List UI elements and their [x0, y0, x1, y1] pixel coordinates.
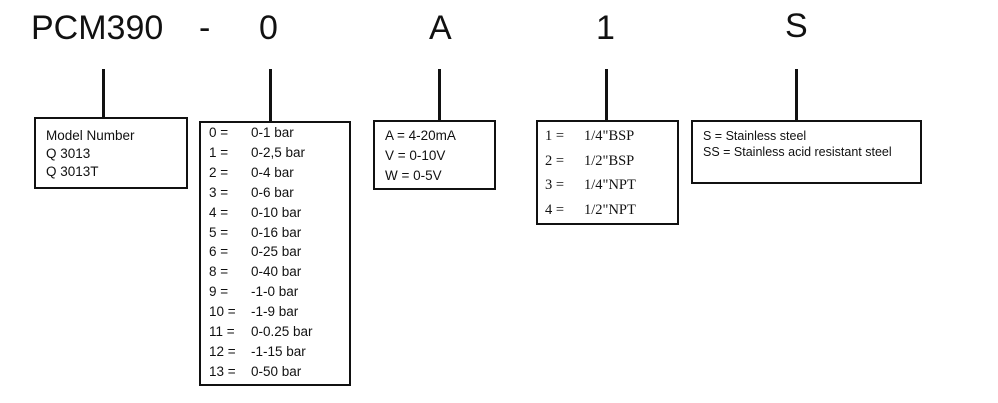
material-option: S = Stainless steel	[703, 129, 807, 143]
range-value: -1-9 bar	[251, 304, 299, 320]
range-value: 0-40 bar	[251, 264, 302, 280]
model-code-base: PCM390	[31, 9, 164, 47]
material-box: S = Stainless steel SS = Stainless acid …	[691, 120, 922, 184]
code-separator: -	[199, 9, 211, 47]
range-code: 8 =	[209, 264, 229, 280]
material-option: SS = Stainless acid resistant steel	[703, 145, 892, 159]
connection-row: 2 = 1/2"BSP	[538, 149, 677, 174]
connection-row: 3 = 1/4"NPT	[538, 173, 677, 198]
range-value: 0-2,5 bar	[251, 144, 306, 160]
range-row: 5 = 0-16 bar	[201, 223, 349, 243]
range-code: 1 =	[209, 144, 229, 160]
range-value: 0-10 bar	[251, 204, 302, 220]
range-row: 12 = -1-15 bar	[201, 342, 349, 362]
range-value: 0-0.25 bar	[251, 324, 313, 340]
range-value: -1-0 bar	[251, 284, 299, 300]
range-row: 11 = 0-0.25 bar	[201, 322, 349, 342]
range-code: 11 =	[209, 324, 235, 340]
range-row: 9 = -1-0 bar	[201, 282, 349, 302]
connection-code: 1 =	[545, 128, 565, 144]
range-code: 2 =	[209, 164, 229, 180]
connector-line-signal	[438, 69, 441, 121]
connector-line-range	[269, 69, 272, 122]
connector-line-connection	[605, 69, 608, 121]
code-material-letter: S	[785, 7, 808, 45]
range-row: 2 = 0-4 bar	[201, 163, 349, 183]
range-row: 8 = 0-40 bar	[201, 262, 349, 282]
range-value: 0-6 bar	[251, 184, 294, 200]
range-code: 6 =	[209, 244, 229, 260]
model-number-label: Model Number	[46, 128, 135, 143]
range-code: 10 =	[209, 304, 236, 320]
connection-code: 3 =	[545, 177, 565, 193]
connection-row: 1 = 1/4"BSP	[538, 124, 677, 149]
signal-option: A = 4-20mA	[385, 128, 456, 143]
range-code: 5 =	[209, 224, 229, 240]
connection-value: 1/2"BSP	[584, 152, 635, 169]
signal-option: V = 0-10V	[385, 148, 446, 163]
range-row: 4 = 0-10 bar	[201, 203, 349, 223]
model-option: Q 3013	[46, 146, 91, 161]
range-value: 0-4 bar	[251, 164, 294, 180]
range-row: 0 = 0-1 bar	[201, 123, 349, 143]
range-code: 0 =	[209, 125, 229, 140]
range-code: 9 =	[209, 284, 229, 300]
connection-value: 1/4"BSP	[584, 128, 635, 144]
code-signal-letter: A	[429, 9, 452, 47]
range-value: 0-16 bar	[251, 224, 302, 240]
code-range-digit: 0	[259, 9, 278, 47]
connector-line-model	[102, 69, 105, 119]
connection-value: 1/4"NPT	[584, 177, 636, 193]
signal-option: W = 0-5V	[385, 168, 442, 183]
range-row: 3 = 0-6 bar	[201, 183, 349, 203]
range-code: 3 =	[209, 184, 229, 200]
range-row: 1 = 0-2,5 bar	[201, 143, 349, 163]
range-value: 0-1 bar	[251, 125, 294, 140]
output-signal-box: A = 4-20mA V = 0-10V W = 0-5V	[373, 120, 496, 190]
model-number-box: Model Number Q 3013 Q 3013T	[34, 117, 188, 189]
pressure-range-box: 0 = 0-1 bar 1 = 0-2,5 bar 2 = 0-4 bar 3 = 0-…	[199, 121, 351, 386]
range-row: 6 = 0-25 bar	[201, 242, 349, 262]
range-code: 12 =	[209, 343, 236, 359]
range-value: 0-25 bar	[251, 244, 302, 260]
range-code: 13 =	[209, 363, 236, 379]
connection-code: 4 =	[545, 201, 565, 218]
range-value: 0-50 bar	[251, 363, 302, 379]
process-connection-box: 1 = 1/4"BSP 2 = 1/2"BSP 3 = 1/4"NPT 4 = 1/2"…	[536, 120, 679, 225]
code-connection-digit: 1	[596, 9, 615, 47]
range-value: -1-15 bar	[251, 343, 306, 359]
connector-line-material	[795, 69, 798, 121]
range-row: 10 = -1-9 bar	[201, 302, 349, 322]
range-code: 4 =	[209, 204, 229, 220]
connection-row: 4 = 1/2"NPT	[538, 198, 677, 223]
model-option: Q 3013T	[46, 164, 99, 179]
connection-value: 1/2"NPT	[584, 201, 636, 218]
connection-code: 2 =	[545, 152, 565, 169]
range-row: 13 = 0-50 bar	[201, 362, 349, 382]
